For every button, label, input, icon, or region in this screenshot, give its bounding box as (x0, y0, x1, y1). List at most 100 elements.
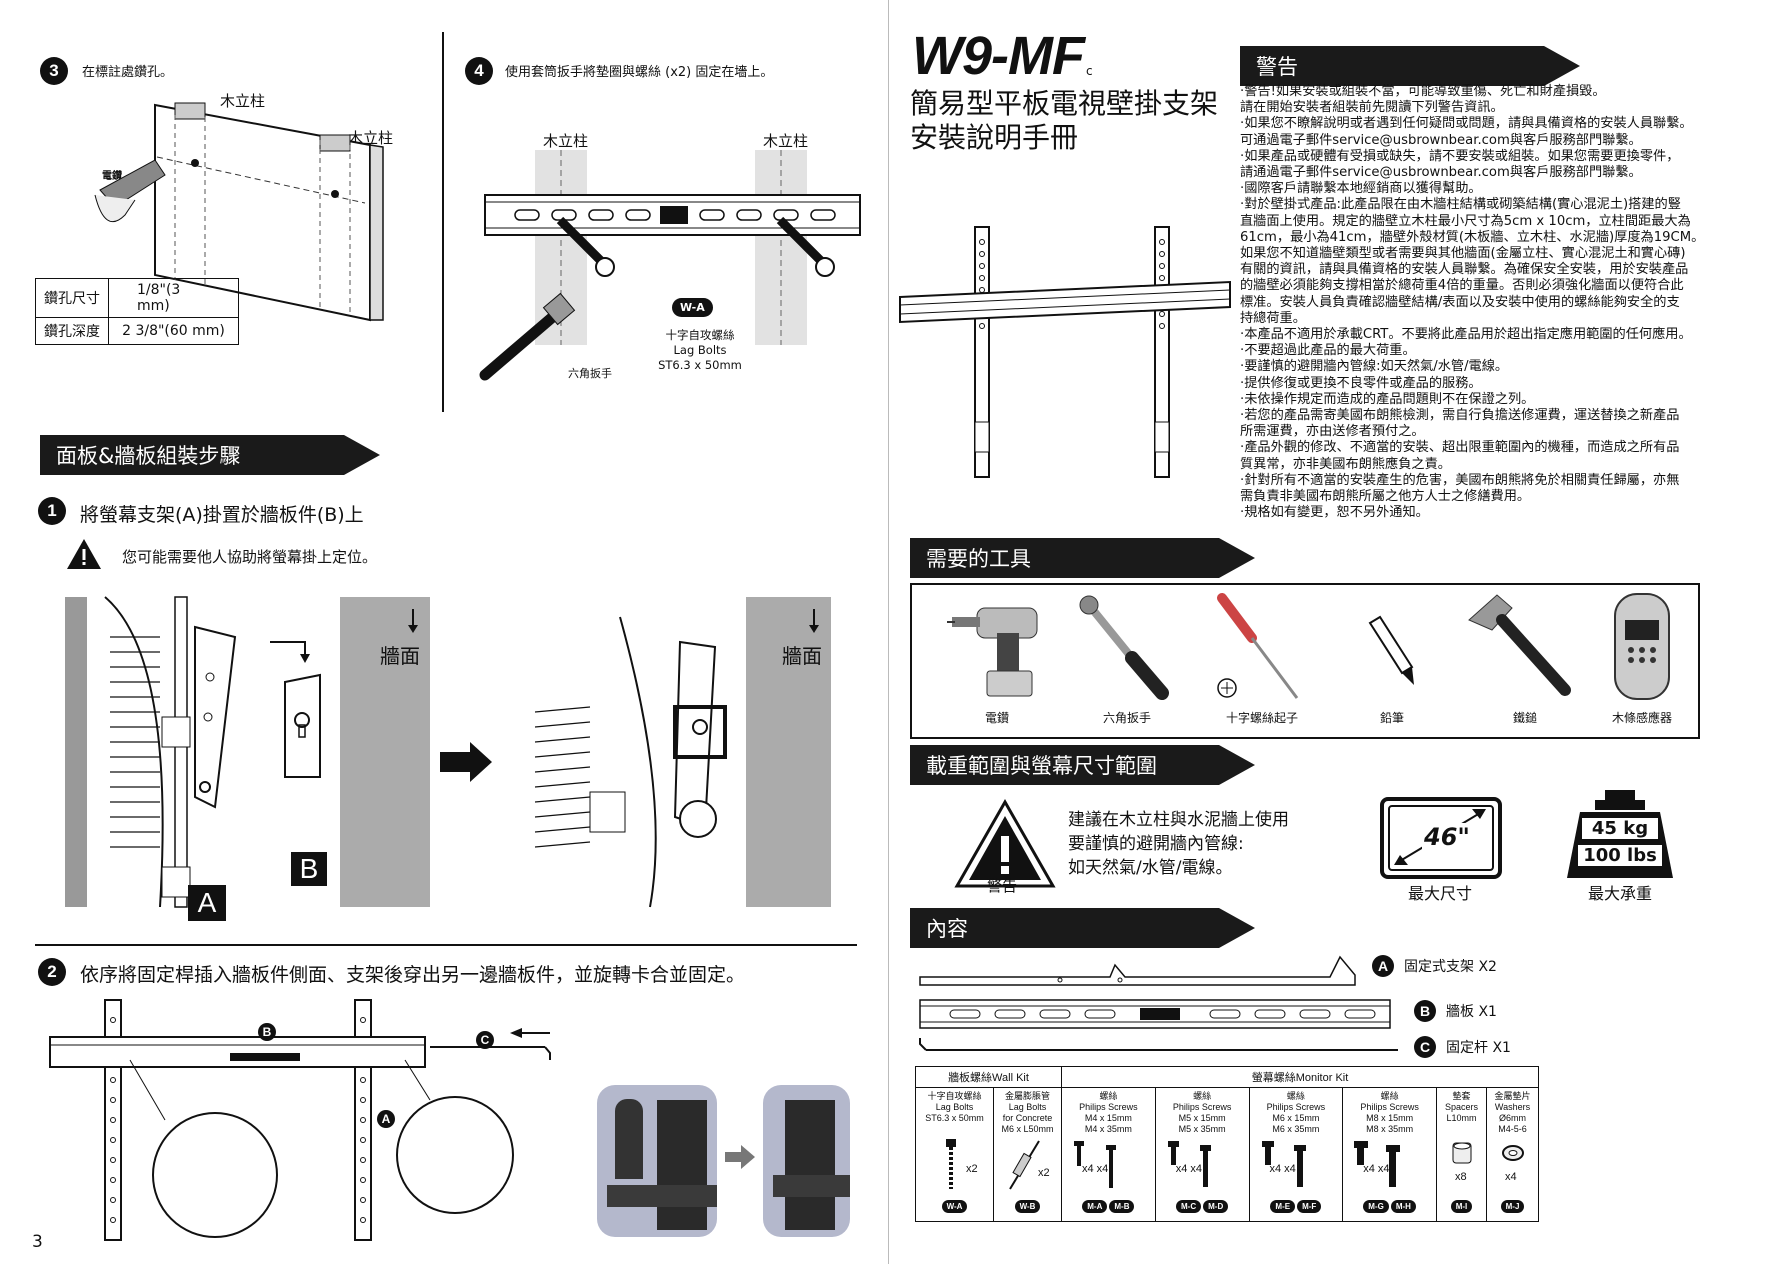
warning-line-20: ·未依操作規定而造成的產品問題則不在保證之列。 (1240, 391, 1535, 407)
warning-line-26: 需負責非美國布朗熊所屬之他方人士之修繕費用。 (1240, 489, 1531, 505)
step3-drill-label: 電鑽 (102, 171, 122, 182)
screw-icon-m5 (1167, 1141, 1211, 1187)
warning-line-16: ·本產品不適用於承載CRT。不要將此產品用於超出指定應用範圍的任何應用。 (1240, 327, 1692, 343)
kit-img-m8: x4 x4 (1342, 1135, 1437, 1193)
kit-tags-wb: W-B (993, 1193, 1062, 1222)
page-divider (888, 0, 889, 1264)
step-column-divider (442, 32, 444, 412)
step2-number: 2 (38, 958, 66, 986)
step4-wallplate-illustration (479, 150, 861, 381)
step2-assembly-illustration (49, 999, 551, 1241)
warning-line-17: ·不要超過此產品的最大荷重。 (1240, 343, 1416, 359)
step4-number: 4 (465, 57, 493, 85)
kit-spec-m6-1: 螺絲 (1286, 1091, 1305, 1101)
kit-tag-mi: M-I (1450, 1200, 1473, 1214)
step1-label-b: B (291, 852, 327, 886)
step4-tag-wa: W-A (672, 298, 713, 317)
concrete-anchor-icon (1009, 1140, 1040, 1190)
tool-label-stud-finder: 木條感應器 (1611, 711, 1672, 725)
kit-tag-mf: M-F (1297, 1200, 1322, 1214)
model-name: W9-MF (912, 26, 1085, 86)
kit-qty-wa: x2 (966, 1163, 978, 1175)
kit-spec-m4-3: M4 x 15mm (1084, 1113, 1132, 1123)
kit-img-wb: x2 (993, 1135, 1062, 1193)
pencil-icon (1368, 615, 1414, 685)
step2-label-b: B (258, 1023, 276, 1041)
lag-bolt-icon (946, 1139, 956, 1189)
warning-line-21: ·若您的產品需寄美國布朗熊檢測，需自行負擔送修運費，運送替換之新產品 (1240, 408, 1680, 424)
step1-label-a: A (188, 885, 226, 921)
kit-spec-m5-4: M5 x 35mm (1178, 1124, 1226, 1134)
step2-detail-photo-2 (763, 1085, 850, 1237)
kit-spec-m8-1: 螺絲 (1380, 1091, 1399, 1101)
warning-line-9: 直牆面上使用。規定的牆壁立木柱最小尺寸為5cm x 10cm，立柱間距最大為 (1240, 213, 1691, 229)
warning-line-18: ·要謹慎的避開牆內管線:如天然氣/水管/電線。 (1240, 359, 1509, 375)
step1-hang-illustration-before (65, 596, 430, 908)
step2-label-c: C (476, 1031, 494, 1049)
step3-stud1-label: 木立柱 (220, 92, 266, 110)
kit-img-washer: x4 (1486, 1135, 1539, 1193)
drill-size-value: 1/8"(3 mm) (108, 278, 239, 318)
step1-number: 1 (38, 497, 66, 525)
step1-wall-label-2: 牆面 (782, 644, 822, 668)
kit-spec-spacer-2: Spacers (1444, 1102, 1479, 1112)
step3-number: 3 (40, 57, 68, 85)
contents-part-c-rod (919, 1038, 1398, 1051)
kit-spec-wb-4: M6 x L50mm (1001, 1124, 1054, 1134)
step3-drill-table: 鑽孔尺寸 1/8"(3 mm) 鑽孔深度 2 3/8"(60 mm) (35, 278, 239, 345)
step4-stud2-label: 木立柱 (763, 132, 809, 150)
kit-tags-spacer: M-I (1436, 1193, 1487, 1222)
drill-icon (947, 607, 1038, 697)
warning-line-7: ·國際客戶請聯繫本地經銷商以獲得幫助。 (1240, 181, 1482, 197)
tools-banner: 需要的工具 (910, 538, 1255, 578)
contents-label-a: 固定式支架 X2 (1404, 959, 1497, 975)
kit-tag-mh: M-H (1390, 1200, 1416, 1214)
kit-qty-washer: x4 (1505, 1171, 1517, 1183)
load-range-banner: 載重範圍與螢幕尺寸範圍 (910, 745, 1255, 785)
contents-tag-b: B (1414, 1000, 1436, 1022)
kit-spec-wa-3: ST6.3 x 50mm (925, 1113, 984, 1123)
tool-label-hammer: 鐵鎚 (1512, 711, 1537, 725)
kit-img-m6: x4 x4 (1248, 1135, 1344, 1193)
kit-qty-m5: x4 x4 (1175, 1163, 1203, 1175)
step3-wall-illustration (94, 102, 384, 322)
kit-qty-m4: x4 x4 (1082, 1163, 1109, 1175)
kit-img-spacer: x8 (1436, 1135, 1487, 1193)
kit-spec-m4-4: M4 x 35mm (1084, 1124, 1132, 1134)
manual-title-line2: 安裝說明手冊 (910, 121, 1079, 154)
tool-label-screwdriver: 十字螺絲起子 (1225, 711, 1298, 725)
washer-icon (1502, 1145, 1524, 1161)
weight-lbs-value: 100 lbs (1578, 845, 1662, 866)
kit-tag-mj: M-J (1500, 1200, 1525, 1214)
max-size-label: 最大尺寸 (1408, 884, 1473, 903)
load-warning-icon (954, 798, 1056, 888)
contents-banner: 內容 (910, 908, 1255, 948)
step2-detail-photo-1 (597, 1085, 717, 1237)
step4-wrench-label: 六角扳手 (568, 367, 612, 380)
kit-tag-mc: M-C (1176, 1200, 1202, 1214)
warning-line-24: 質異常，亦非美國布朗熊應負之責。 (1240, 456, 1451, 472)
kit-spec-m5-2: Philips Screws (1172, 1102, 1232, 1112)
step2-label-a: A (377, 1110, 395, 1128)
warning-line-15: 持總荷重。 (1240, 310, 1306, 326)
load-note-line-3: 如天然氣/水管/電線。 (1068, 858, 1233, 878)
warning-line-27: ·規格如有變更，恕不另外通知。 (1240, 505, 1429, 521)
screw-icon-m8 (1354, 1141, 1401, 1187)
tool-label-drill: 電鑽 (984, 711, 1009, 725)
step4-bolt-label-1: 十字自攻螺絲 (665, 328, 735, 342)
manual-title-line1: 簡易型平板電視壁掛支架 (910, 87, 1219, 120)
step4-text: 使用套筒扳手將墊圈與螺絲 (x2) 固定在墻上。 (505, 65, 774, 80)
page-number: 3 (32, 1232, 43, 1252)
warning-line-13: 的牆壁必須能夠支撐相當於總荷重4倍的重量。否則必須強化牆面以便符合此 (1240, 278, 1684, 294)
kit-qty-wb: x2 (1038, 1167, 1050, 1179)
ratchet-wrench-icon (1079, 595, 1169, 700)
